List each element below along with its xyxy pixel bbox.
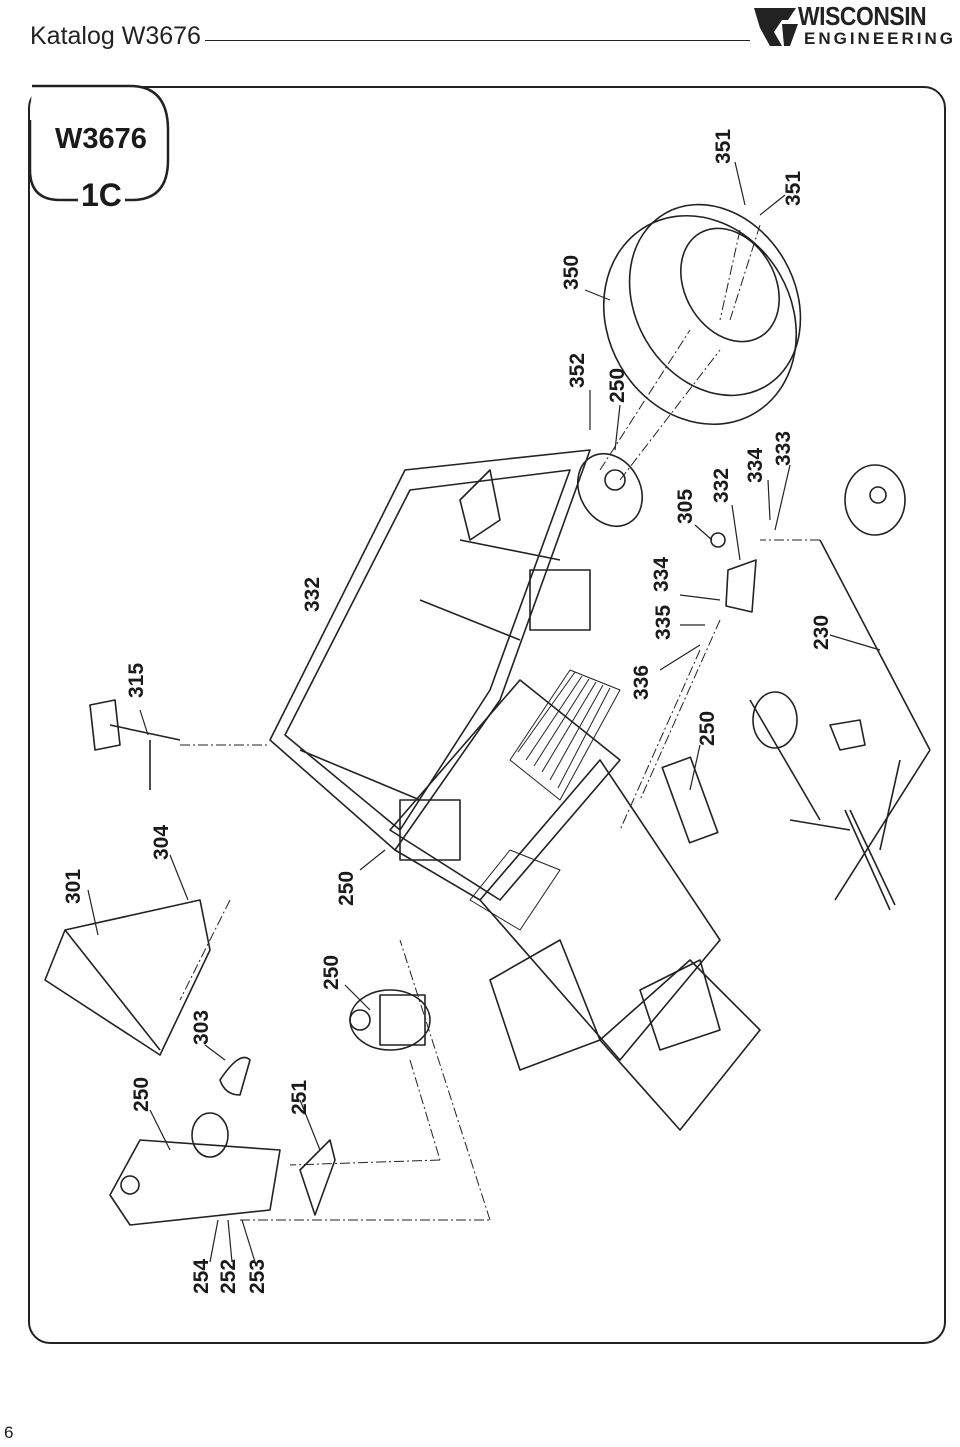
callout-label: 250	[335, 870, 358, 906]
callout-label: 250	[130, 1076, 153, 1112]
callout-label: 252	[217, 1258, 240, 1294]
wisconsin-engineering-logo: WISCONSIN ENGINEERING	[752, 1, 957, 52]
exploded-guide-lines	[179, 224, 820, 1221]
logo-word-engineering: ENGINEERING	[804, 29, 957, 48]
callout-label: 253	[246, 1258, 269, 1294]
callout-label: 301	[62, 868, 85, 904]
callout-label: 315	[125, 662, 148, 698]
callout-label: 332	[710, 467, 733, 503]
fender-cover	[44, 899, 211, 1056]
logo-word-wisconsin: WISCONSIN	[798, 1, 927, 31]
callout-label: 230	[810, 614, 833, 650]
diagram-frame	[28, 86, 946, 1344]
brake-drum	[844, 464, 906, 536]
callout-label: 254	[190, 1258, 213, 1294]
tire	[602, 203, 802, 426]
pedal-assembly	[749, 691, 896, 911]
callout-label: 304	[150, 824, 173, 860]
callout-label: 250	[606, 367, 629, 403]
callout-label: 352	[566, 352, 589, 388]
callout-label: 332	[301, 576, 324, 612]
callout-label: 351	[712, 128, 735, 164]
wheel-hub	[577, 453, 643, 527]
callout-label: 305	[674, 488, 697, 524]
model-code: W3676	[55, 123, 147, 155]
engine-block	[399, 569, 591, 861]
seat-bracket	[89, 699, 181, 790]
callout-label: 303	[190, 1009, 213, 1045]
callout-label: 351	[782, 170, 805, 206]
callout-label: 250	[696, 710, 719, 746]
radiator-grille	[469, 669, 621, 931]
top-vent	[459, 469, 501, 541]
callout-label: 334	[650, 556, 673, 592]
callout-label: 251	[288, 1079, 311, 1115]
callout-label: 334	[744, 447, 767, 483]
callout-label: 336	[630, 664, 653, 700]
hydraulic-cylinder	[661, 756, 719, 844]
section-code: 1C	[78, 177, 125, 214]
badge-outline	[28, 84, 170, 202]
page-number: 6	[4, 1423, 14, 1442]
hydraulic-pump	[349, 989, 431, 1051]
callout-label: 333	[772, 430, 795, 466]
chassis-frame	[269, 449, 761, 1131]
header-rule	[205, 40, 750, 41]
page-header-title: Katalog W3676	[30, 22, 201, 50]
fuel-tank	[109, 1112, 281, 1226]
leader-lines	[87, 161, 881, 1263]
callout-label: 350	[560, 254, 583, 290]
logo-emblem-icon	[754, 8, 798, 46]
brake-linkage	[819, 539, 931, 901]
callout-label: 335	[652, 604, 675, 640]
mount-bracket	[710, 532, 757, 613]
mount-plate	[299, 1139, 336, 1216]
hose-clamp	[219, 1056, 251, 1096]
callout-label: 250	[320, 954, 343, 990]
